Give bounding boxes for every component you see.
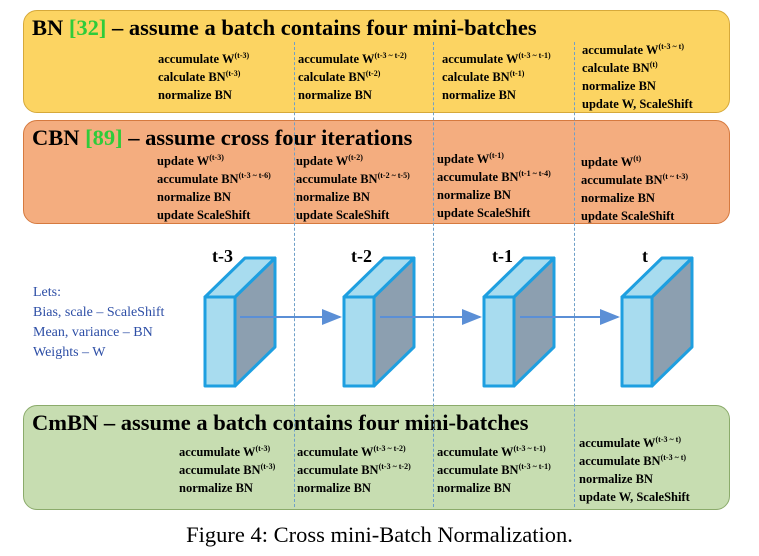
- step-line: normalize BN: [298, 88, 372, 102]
- step-line: update W(t-3): [157, 153, 224, 169]
- layer-block: [203, 256, 277, 388]
- step-line: accumulate BN(t-3 ~ t-2): [297, 462, 411, 478]
- bn-panel: BN [32] – assume a batch contains four m…: [23, 10, 730, 113]
- bn-column-1: accumulate W(t-3) calculate BN(t-3) normal…: [158, 50, 249, 104]
- step-line: update W, ScaleShift: [579, 490, 690, 504]
- step-line: update ScaleShift: [437, 206, 531, 220]
- step-line: update ScaleShift: [581, 209, 675, 223]
- bn-ref: [32]: [68, 15, 107, 40]
- step-line: accumulate BN(t-3 ~ t): [579, 453, 687, 469]
- cbn-panel: CBN [89] – assume cross four iterations: [23, 120, 730, 224]
- step-line: normalize BN: [158, 88, 232, 102]
- step-line: accumulate BN(t ~ t-3): [581, 172, 689, 188]
- step-line: normalize BN: [179, 481, 253, 495]
- step-label: t-3: [212, 246, 233, 266]
- step-line: accumulate W(t-3 ~ t): [582, 42, 684, 58]
- step-line: update ScaleShift: [296, 208, 390, 222]
- cbn-column-2: update W(t-2) accumulate BN(t-2 ~ t-5) nor…: [296, 152, 410, 224]
- legend-line: Bias, scale – ScaleShift: [33, 305, 165, 320]
- bn-title: BN [32] – assume a batch contains four m…: [32, 15, 537, 40]
- step-line: accumulate W(t-3 ~ t-1): [442, 51, 551, 67]
- divider-3: [574, 42, 575, 507]
- step-line: normalize BN: [582, 79, 656, 93]
- step-label: t-2: [351, 246, 372, 266]
- step-line: calculate BN(t-1): [442, 69, 525, 85]
- figure-caption: Figure 4: Cross mini-Batch Normalization…: [186, 522, 573, 547]
- step-line: update W(t-1): [437, 151, 504, 167]
- step-line: normalize BN: [579, 472, 653, 486]
- step-line: accumulate BN(t-3 ~ t-1): [437, 462, 551, 478]
- cbn-column-1: update W(t-3) accumulate BN(t-3 ~ t-6) nor…: [157, 152, 271, 224]
- step-line: accumulate W(t-3): [179, 444, 271, 460]
- step-line: accumulate BN(t-1 ~ t-4): [437, 169, 551, 185]
- step-line: update W(t-2): [296, 153, 363, 169]
- divider-1: [294, 42, 295, 507]
- cbn-title: CBN [89] – assume cross four iterations: [32, 125, 413, 150]
- cmbn-column-2: accumulate W(t-3 ~ t-2) accumulate BN(t-3…: [297, 443, 411, 497]
- step-line: accumulate W(t-3 ~ t-2): [298, 51, 407, 67]
- step-line: accumulate W(t-3): [158, 51, 250, 67]
- divider-2: [433, 42, 434, 507]
- cbn-ref: [89]: [85, 125, 123, 150]
- legend-line: Mean, variance – BN: [33, 325, 153, 340]
- layer-block: [342, 256, 416, 388]
- step-line: accumulate W(t-3 ~ t-2): [297, 444, 406, 460]
- step-line: accumulate W(t-3 ~ t): [579, 435, 681, 451]
- step-line: normalize BN: [157, 190, 231, 204]
- layer-block: [620, 256, 694, 388]
- step-line: normalize BN: [581, 191, 655, 205]
- step-line: accumulate BN(t-3 ~ t-6): [157, 171, 271, 187]
- step-line: normalize BN: [442, 88, 516, 102]
- step-line: update W, ScaleShift: [582, 97, 693, 111]
- step-line: accumulate W(t-3 ~ t-1): [437, 444, 546, 460]
- bn-column-2: accumulate W(t-3 ~ t-2) calculate BN(t-2)…: [298, 50, 407, 104]
- step-line: update ScaleShift: [157, 208, 251, 222]
- step-line: normalize BN: [296, 190, 370, 204]
- cmbn-column-1: accumulate W(t-3) accumulate BN(t-3) norma…: [179, 443, 275, 497]
- cmbn-title: CmBN – assume a batch contains four mini…: [32, 410, 529, 435]
- legend: Lets: Bias, scale – ScaleShift Mean, var…: [33, 283, 164, 363]
- legend-line: Weights – W: [33, 345, 106, 360]
- step-line: calculate BN(t-2): [298, 69, 381, 85]
- step-line: calculate BN(t-3): [158, 69, 241, 85]
- bn-column-4: accumulate W(t-3 ~ t) calculate BN(t) norm…: [582, 41, 693, 113]
- step-label: t-1: [492, 246, 513, 266]
- step-label: t: [642, 246, 648, 266]
- step-line: normalize BN: [437, 481, 511, 495]
- legend-heading: Lets:: [33, 285, 61, 300]
- step-line: normalize BN: [297, 481, 371, 495]
- step-line: normalize BN: [437, 188, 511, 202]
- cmbn-column-4: accumulate W(t-3 ~ t) accumulate BN(t-3 ~…: [579, 434, 690, 506]
- cmbn-column-3: accumulate W(t-3 ~ t-1) accumulate BN(t-3…: [437, 443, 551, 497]
- cmbn-panel: CmBN – assume a batch contains four mini…: [23, 405, 730, 510]
- cbn-column-3: update W(t-1) accumulate BN(t-1 ~ t-4) nor…: [437, 150, 551, 222]
- layer-block: [482, 256, 556, 388]
- bn-column-3: accumulate W(t-3 ~ t-1) calculate BN(t-1)…: [442, 50, 551, 104]
- cbn-column-4: update W(t) accumulate BN(t ~ t-3) normali…: [581, 153, 688, 225]
- step-line: accumulate BN(t-3): [179, 462, 276, 478]
- step-line: update W(t): [581, 154, 642, 170]
- step-line: accumulate BN(t-2 ~ t-5): [296, 171, 410, 187]
- step-line: calculate BN(t): [582, 60, 658, 76]
